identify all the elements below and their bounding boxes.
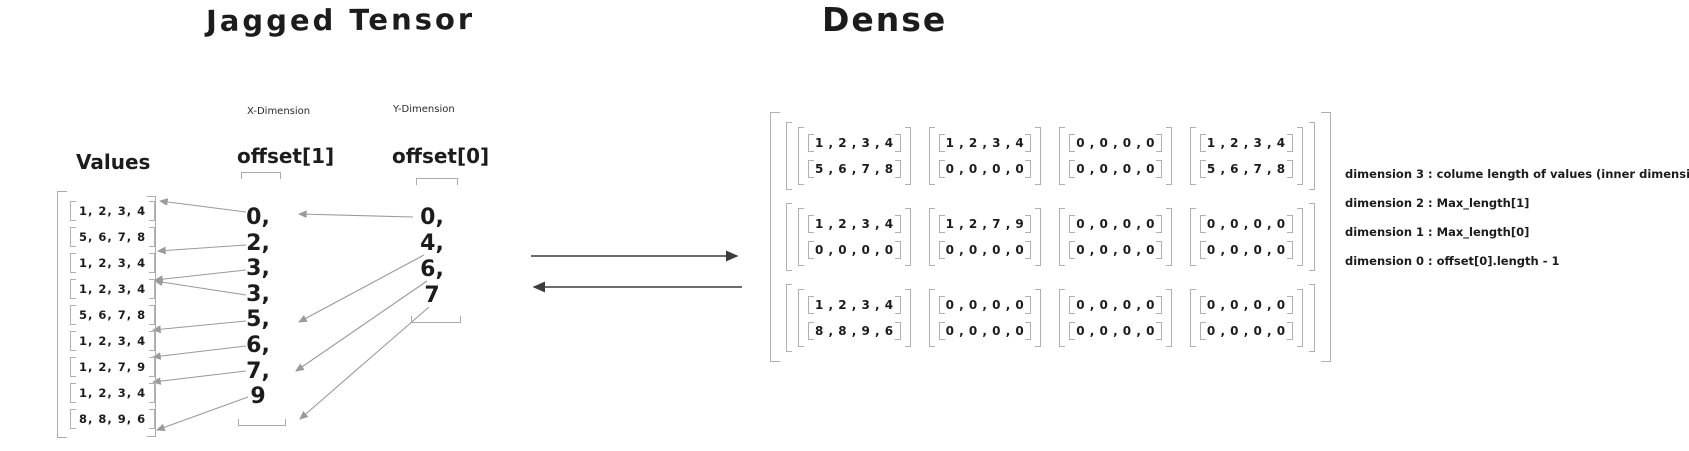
dense-grid: 1 , 2 , 3 , 4 5 , 6 , 7 , 8 1 , 2 , 3 , 4 0… (770, 112, 1331, 362)
values-row: 1, 2, 3, 4 (70, 201, 156, 221)
values-row: 1, 2, 3, 4 (70, 383, 156, 403)
dimension-annotation: dimension 1 : Max_length[0] (1345, 225, 1530, 239)
conversion-arrows (531, 250, 742, 293)
dense-matrix-row: 0 , 0 , 0 , 0 (1199, 296, 1293, 314)
arrow-offset1-6 (151, 345, 247, 360)
dimension-annotations: dimension 3 : colume length of values (i… (1345, 167, 1689, 283)
values-row: 1, 2, 7, 9 (70, 357, 156, 377)
arrow-offset0-4 (298, 254, 425, 323)
dense-block: 0 , 0 , 0 , 0 0 , 0 , 0 , 0 (1059, 127, 1172, 185)
offset1-value: 6, (246, 332, 270, 358)
dense-matrix-row: 0 , 0 , 0 , 0 (938, 241, 1032, 259)
arrow-offset0-7 (299, 306, 430, 420)
dense-matrix-row: 1 , 2 , 3 , 4 (1199, 134, 1293, 152)
dense-row-group: 1 , 2 , 3 , 4 5 , 6 , 7 , 8 1 , 2 , 3 , 4 0… (786, 122, 1315, 190)
offset1-top-bracket (241, 172, 281, 179)
offset1-bottom-bracket (238, 419, 286, 426)
arrow-offset1-3b (153, 278, 247, 296)
values-list: 1, 2, 3, 4 5, 6, 7, 8 1, 2, 3, 4 1, 2, 3, 4… (70, 201, 156, 435)
offset0-label: offset[0] (392, 144, 490, 168)
dense-block: 0 , 0 , 0 , 0 0 , 0 , 0 , 0 (1189, 289, 1303, 347)
dense-block: 0 , 0 , 0 , 0 0 , 0 , 0 , 0 (1189, 208, 1303, 266)
dense-matrix-row: 0 , 0 , 0 , 0 (938, 322, 1032, 340)
x-dimension-label: X-Dimension (247, 106, 311, 117)
offset0-top-bracket (416, 178, 458, 185)
dimension-annotation: dimension 0 : offset[0].length - 1 (1345, 254, 1560, 268)
dense-matrix-row: 0 , 0 , 0 , 0 (808, 241, 901, 259)
y-dimension-label: Y-Dimension (393, 104, 455, 115)
dense-matrix-row: 0 , 0 , 0 , 0 (1069, 215, 1162, 233)
dense-block: 1 , 2 , 7 , 9 0 , 0 , 0 , 0 (928, 208, 1042, 266)
dense-matrix-row: 0 , 0 , 0 , 0 (1199, 322, 1293, 340)
dense-block: 1 , 2 , 3 , 4 5 , 6 , 7 , 8 (798, 127, 911, 185)
offset1-value: 0, (246, 205, 270, 230)
dense-matrix-row: 0 , 0 , 0 , 0 (938, 160, 1032, 178)
arrow-offset1-5 (151, 320, 247, 334)
dimension-annotation: dimension 2 : Max_length[1] (1345, 196, 1530, 210)
offset1-value: 7, (246, 358, 270, 384)
dimension-annotation: dimension 3 : colume length of values (i… (1345, 167, 1689, 181)
offset1-list: 0,2,3,3,5,6,7,9 (234, 205, 282, 410)
offset0-value: 7 (424, 283, 440, 308)
dense-matrix-row: 5 , 6 , 7 , 8 (808, 160, 901, 178)
offset1-value: 3, (246, 281, 270, 307)
values-row: 5, 6, 7, 8 (70, 227, 156, 247)
dense-block: 0 , 0 , 0 , 0 0 , 0 , 0 , 0 (1059, 289, 1172, 347)
dense-matrix-row: 8 , 8 , 9 , 6 (808, 322, 901, 340)
offset1-value: 2, (246, 230, 270, 256)
values-outer-bracket-left (57, 191, 67, 438)
dense-matrix-row: 0 , 0 , 0 , 0 (1069, 241, 1162, 259)
offset1-value: 9 (250, 384, 266, 410)
values-row: 5, 6, 7, 8 (70, 305, 156, 325)
arrow-offset0-0 (297, 210, 414, 219)
arrow-offset1-2 (156, 244, 247, 255)
arrow-offset1-7 (151, 370, 247, 385)
dense-matrix-row: 1 , 2 , 7 , 9 (938, 215, 1032, 233)
offset1-value: 5, (246, 307, 270, 333)
dense-matrix-row: 0 , 0 , 0 , 0 (1199, 215, 1293, 233)
dense-matrix-row: 0 , 0 , 0 , 0 (938, 296, 1032, 314)
dense-matrix-row: 5 , 6 , 7 , 8 (1199, 160, 1293, 178)
dense-block: 0 , 0 , 0 , 0 0 , 0 , 0 , 0 (1059, 208, 1172, 266)
offset1-value: 3, (246, 256, 270, 282)
offset0-value: 0, (420, 205, 444, 230)
values-row: 1, 2, 3, 4 (70, 331, 156, 351)
dense-block: 1 , 2 , 3 , 4 0 , 0 , 0 , 0 (928, 127, 1042, 185)
offset0-bottom-bracket (411, 316, 461, 323)
values-row: 8, 8, 9, 6 (70, 409, 156, 429)
arrow-offset1-3a (153, 269, 247, 283)
dense-block: 0 , 0 , 0 , 0 0 , 0 , 0 , 0 (928, 289, 1042, 347)
dense-matrix-row: 1 , 2 , 3 , 4 (808, 215, 901, 233)
offset0-list: 0,4,6,7 (408, 205, 456, 309)
dense-matrix-row: 0 , 0 , 0 , 0 (1069, 322, 1162, 340)
dense-matrix-row: 0 , 0 , 0 , 0 (1199, 241, 1293, 259)
jagged-tensor-title: Jagged Tensor (205, 2, 476, 38)
values-outer-bracket-right (147, 196, 156, 437)
dense-matrix-row: 1 , 2 , 3 , 4 (808, 296, 901, 314)
values-row: 1, 2, 3, 4 (70, 279, 156, 299)
dense-matrix-row: 0 , 0 , 0 , 0 (1069, 134, 1162, 152)
offset0-value: 4, (420, 231, 444, 256)
dense-block: 1 , 2 , 3 , 4 0 , 0 , 0 , 0 (798, 208, 911, 266)
dense-block: 1 , 2 , 3 , 4 8 , 8 , 9 , 6 (798, 289, 911, 347)
values-label: Values (76, 150, 151, 174)
dense-matrix-row: 0 , 0 , 0 , 0 (1069, 296, 1162, 314)
dense-matrix-row: 0 , 0 , 0 , 0 (1069, 160, 1162, 178)
offset0-value: 6, (420, 257, 444, 282)
values-row: 1, 2, 3, 4 (70, 253, 156, 273)
dense-matrix-row: 1 , 2 , 3 , 4 (808, 134, 901, 152)
dense-title: Dense (822, 0, 948, 39)
dense-matrix-row: 1 , 2 , 3 , 4 (938, 134, 1032, 152)
offset1-label: offset[1] (237, 144, 335, 168)
dense-block: 1 , 2 , 3 , 4 5 , 6 , 7 , 8 (1189, 127, 1303, 185)
dense-row-group: 1 , 2 , 3 , 4 0 , 0 , 0 , 0 1 , 2 , 7 , 9 0… (786, 203, 1315, 271)
